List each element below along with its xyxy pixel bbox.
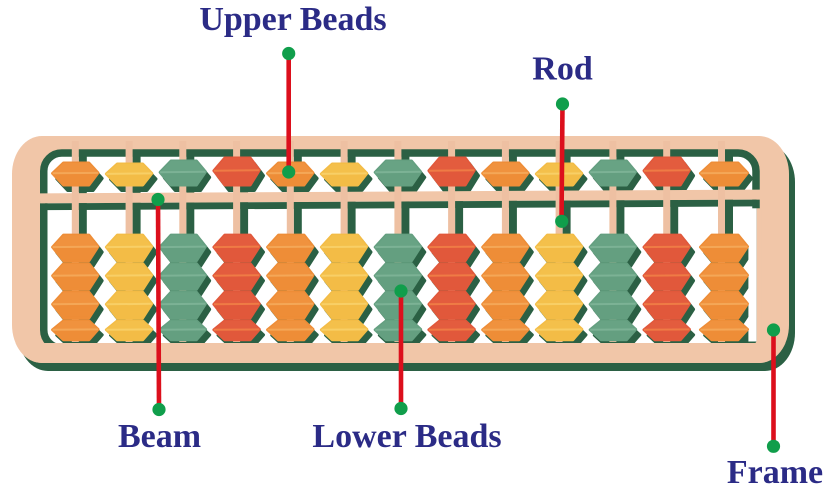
svg-text:Rod: Rod <box>532 51 593 88</box>
svg-text:Beam: Beam <box>118 418 201 455</box>
svg-text:Upper Beads: Upper Beads <box>199 1 386 38</box>
svg-text:Frame: Frame <box>727 454 823 490</box>
svg-text:Lower Beads: Lower Beads <box>312 418 501 455</box>
